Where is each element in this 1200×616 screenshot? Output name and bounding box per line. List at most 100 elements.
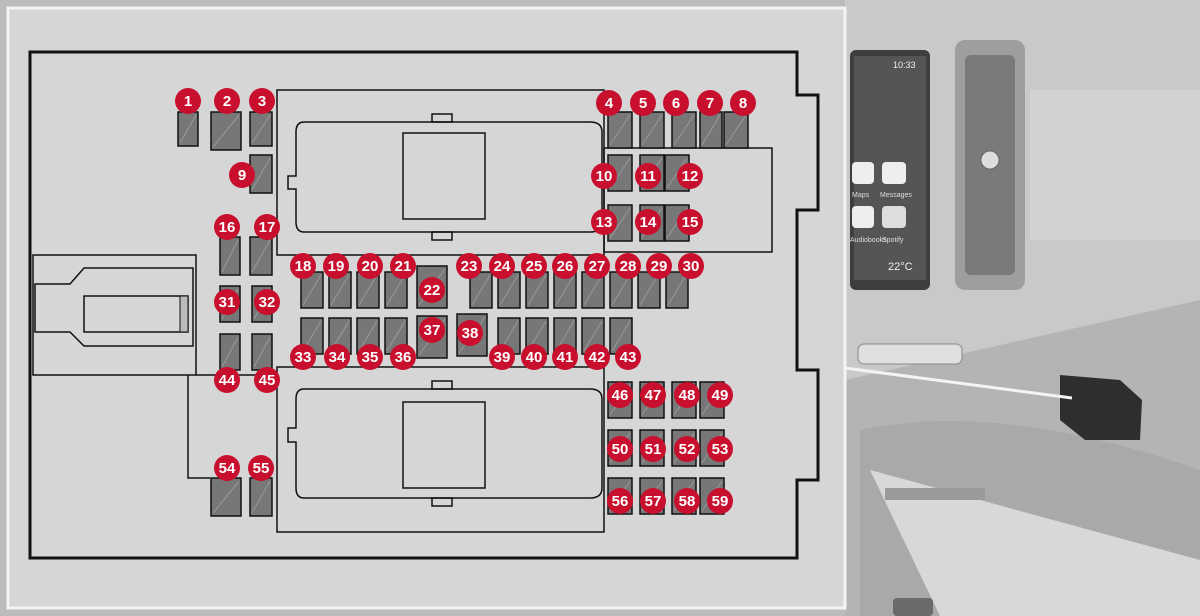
fuse-slot-mark-30 [667, 274, 687, 306]
fuse-slot-mark-24 [499, 274, 519, 306]
fuse-label-2: 2 [214, 88, 240, 114]
fuse-label-50: 50 [607, 436, 633, 462]
fuse-label-text: 36 [395, 349, 412, 366]
fuse-label-badge [175, 88, 201, 114]
fuse-label-badge [323, 253, 349, 279]
fuse-label-32: 32 [254, 289, 280, 315]
fuse-label-badge [635, 209, 661, 235]
fuse-slot-mark-4 [609, 114, 631, 146]
fuse-slot-mark-44 [221, 336, 239, 368]
fuse-label-40: 40 [521, 344, 547, 370]
fuse-label-47: 47 [640, 382, 666, 408]
fuse-label-text: 57 [645, 493, 662, 510]
fuse-label-58: 58 [674, 488, 700, 514]
fuse-label-badge [677, 163, 703, 189]
fuse-label-badge [640, 382, 666, 408]
fuse-label-text: 41 [557, 349, 574, 366]
fuse-label-badge [229, 162, 255, 188]
fuse-label-badge [615, 253, 641, 279]
fuse-label-badge [489, 344, 515, 370]
fuse-slot-mark-54 [212, 480, 240, 514]
fuse-label-badge [707, 436, 733, 462]
fuse-label-39: 39 [489, 344, 515, 370]
app-label-audiobooks: Audiobooks [850, 237, 887, 244]
fuse-label-53: 53 [707, 436, 733, 462]
fuse-label-28: 28 [615, 253, 641, 279]
fuse-label-badge [663, 90, 689, 116]
fuse-label-badge [521, 344, 547, 370]
fuse-label-text: 10 [596, 168, 613, 185]
fuse-label-badge [214, 88, 240, 114]
fuse-slot-mark-19 [330, 274, 350, 306]
fuse-slot-mark-25 [527, 274, 547, 306]
fuse-label-17: 17 [254, 214, 280, 240]
fuse-label-5: 5 [630, 90, 656, 116]
fuse-label-badge [489, 253, 515, 279]
fuse-label-badge [697, 90, 723, 116]
fuse-slot-mark-27 [583, 274, 603, 306]
fuse-label-text: 11 [640, 168, 656, 185]
fuse-label-text: 44 [219, 372, 236, 389]
fuse-label-badge [591, 209, 617, 235]
fuse-label-badge [419, 317, 445, 343]
fuse-label-42: 42 [584, 344, 610, 370]
fuse-label-badge [521, 253, 547, 279]
fuse-label-48: 48 [674, 382, 700, 408]
fuse-label-text: 15 [682, 214, 699, 231]
fuse-label-text: 29 [651, 258, 668, 275]
fuse-label-text: 39 [494, 349, 511, 366]
fuse-slot-mark-3 [251, 114, 271, 144]
fuse-label-35: 35 [357, 344, 383, 370]
fuse-label-55: 55 [248, 455, 274, 481]
fuse-label-text: 7 [706, 95, 714, 112]
fuse-label-24: 24 [489, 253, 515, 279]
fuse-slot-mark-43 [611, 320, 631, 352]
fuse-label-text: 23 [461, 258, 478, 275]
fuse-label-badge [552, 253, 578, 279]
fuse-label-badge [290, 253, 316, 279]
fuse-slot-mark-28 [611, 274, 631, 306]
fuse-label-text: 32 [259, 294, 276, 311]
fuse-label-text: 34 [329, 349, 346, 366]
fuse-label-16: 16 [214, 214, 240, 240]
fuse-label-badge [607, 382, 633, 408]
fuse-slot-mark-26 [555, 274, 575, 306]
fuse-slot-mark-8 [725, 114, 747, 146]
fuse-label-29: 29 [646, 253, 672, 279]
fuse-label-badge [674, 382, 700, 408]
fuse-label-56: 56 [607, 488, 633, 514]
fuse-label-badge [214, 289, 240, 315]
fuse-label-8: 8 [730, 90, 756, 116]
fuse-label-badge [607, 488, 633, 514]
lower-module [187, 366, 605, 533]
fuse-label-38: 38 [457, 320, 483, 346]
fuse-label-badge [730, 90, 756, 116]
fuse-label-20: 20 [357, 253, 383, 279]
fuse-label-4: 4 [596, 90, 622, 116]
fuse-label-text: 9 [238, 167, 246, 184]
fuse-label-text: 37 [424, 322, 441, 339]
fuse-label-10: 10 [591, 163, 617, 189]
fuse-label-12: 12 [677, 163, 703, 189]
fuse-label-18: 18 [290, 253, 316, 279]
fuse-label-41: 41 [552, 344, 578, 370]
fuse-label-6: 6 [663, 90, 689, 116]
fuse-label-badge [248, 455, 274, 481]
fuse-label-text: 51 [645, 441, 662, 458]
callout-line [844, 366, 1073, 400]
fuse-label-19: 19 [323, 253, 349, 279]
fuse-slot-mark-17 [251, 239, 271, 273]
fuse-label-text: 1 [184, 93, 192, 110]
fuse-label-badge [584, 253, 610, 279]
fuse-label-text: 31 [219, 294, 236, 311]
fuse-slot-mark-29 [639, 274, 659, 306]
fuse-label-13: 13 [591, 209, 617, 235]
fuse-label-text: 50 [612, 441, 629, 458]
fuse-label-badge [456, 253, 482, 279]
fuse-slot-mark-35 [358, 320, 378, 352]
fuse-label-59: 59 [707, 488, 733, 514]
fuse-label-badge [254, 214, 280, 240]
fuse-slot-mark-13 [609, 207, 631, 239]
fuse-label-text: 17 [259, 219, 276, 236]
